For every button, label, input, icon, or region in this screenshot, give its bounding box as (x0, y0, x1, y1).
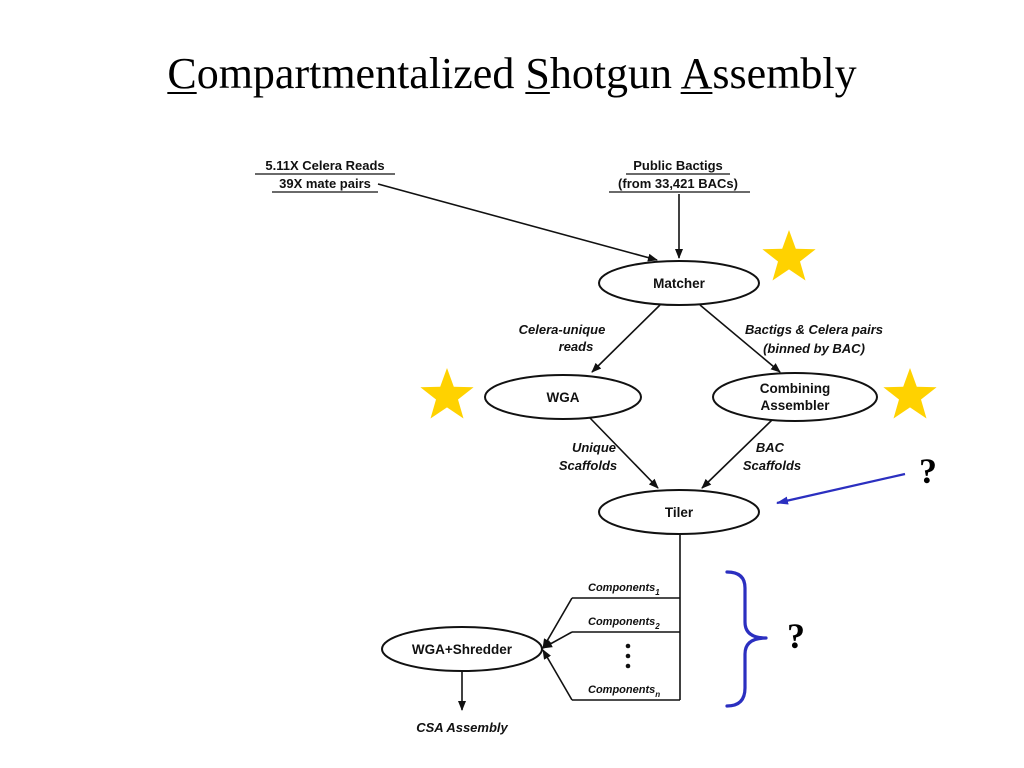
node-matcher-label: Matcher (653, 276, 706, 291)
annotation-curly-brace (725, 570, 768, 708)
arrow-component-2 (542, 631, 573, 649)
output-csa-assembly: CSA Assembly (416, 720, 508, 735)
input-bacs-count: (from 33,421 BACs) (618, 176, 738, 191)
arrow-component-1 (542, 597, 573, 649)
title-letter-s: S (525, 49, 550, 98)
star-icon-matcher (762, 230, 816, 281)
title-word-3-rest: ssembly (712, 49, 857, 98)
component-2-name: Components (588, 616, 655, 628)
arrow-matcher-to-combining (699, 304, 781, 373)
star-icon-wga (420, 368, 474, 419)
edge-celera-unique-label: Celera-unique (519, 322, 606, 337)
edge-unique-label: Unique (572, 440, 616, 455)
edge-reads-label: reads (559, 339, 594, 354)
component-n-name: Components (588, 684, 655, 696)
node-combining-label-2: Assembler (760, 398, 830, 413)
edge-bac-label: BAC (756, 440, 785, 455)
input-celera-reads: 5.11X Celera Reads (265, 158, 384, 173)
annotation-question-components: ? (787, 616, 805, 656)
node-wga-shredder-label: WGA+Shredder (412, 642, 513, 657)
annotation-question-tiler: ? (919, 451, 937, 491)
title-word-1-rest: ompartmentalized (196, 49, 515, 98)
node-tiler (598, 489, 760, 535)
edge-bactigs-pairs-label: Bactigs & Celera pairs (745, 322, 883, 337)
component-n-label: Componentsn (588, 684, 660, 699)
node-matcher (598, 260, 760, 306)
component-1-label: Components1 (588, 582, 660, 597)
component-1-name: Components (588, 582, 655, 594)
edge-bac-scaffolds-label: Scaffolds (743, 458, 801, 473)
edge-unique-scaffolds-label: Scaffolds (559, 458, 617, 473)
node-wga (484, 374, 642, 420)
star-icon-combining (883, 368, 937, 419)
node-wga-label: WGA (547, 390, 580, 405)
arrow-matcher-to-wga (591, 304, 661, 373)
component-2-label: Components2 (588, 616, 660, 631)
component-n-subscript: n (655, 690, 660, 699)
slide-title: Compartmentalized Shotgun Assembly (0, 48, 1024, 99)
title-word-2-rest: hotgun (549, 49, 673, 98)
arrow-celera-to-matcher (377, 183, 658, 262)
annotation-arrow-to-tiler (776, 472, 906, 505)
ellipsis-dots (625, 643, 631, 669)
arrow-component-n (542, 649, 573, 701)
arrow-combining-to-tiler (701, 419, 773, 489)
edge-binned-by-bac-label: (binned by BAC) (763, 341, 865, 356)
title-letter-c: C (167, 49, 197, 98)
title-letter-a: A (680, 49, 713, 98)
node-combining-label-1: Combining (760, 381, 831, 396)
node-combining-assembler (712, 372, 878, 422)
node-tiler-label: Tiler (665, 505, 694, 520)
component-2-subscript: 2 (654, 622, 660, 631)
component-1-subscript: 1 (655, 588, 660, 597)
input-public-bactigs: Public Bactigs (633, 158, 723, 173)
input-mate-pairs: 39X mate pairs (279, 176, 371, 191)
arrow-wga-to-tiler (589, 417, 659, 489)
